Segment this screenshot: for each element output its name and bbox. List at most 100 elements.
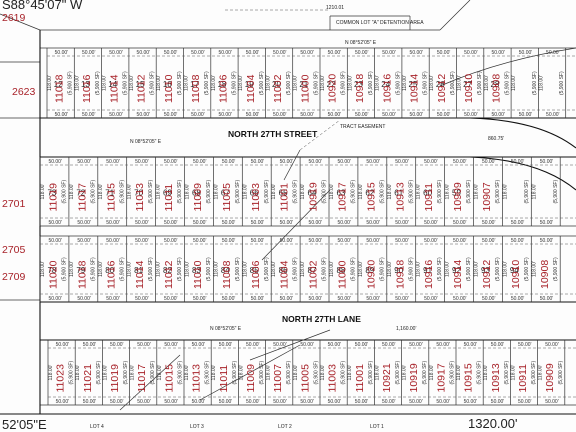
lot-frontage-label: 50.00' <box>545 342 559 348</box>
lot-frontage-label: 50.00' <box>193 238 207 244</box>
lot-depth-label: 118.00' <box>184 365 190 381</box>
lot-frontage-label: 50.00' <box>309 238 323 244</box>
lot-address: 11008 <box>190 74 202 103</box>
lot-area-label: (5,900 SF) <box>553 257 559 281</box>
lot-address: 10913 <box>394 182 406 211</box>
lot-number: 60 <box>423 189 432 198</box>
lot-address: 10908 <box>490 74 502 103</box>
lot-address: 11005 <box>221 183 233 212</box>
lot-number: 94 <box>510 266 519 275</box>
street-name-north-27th-lane: NORTH 27TH LANE <box>282 314 361 324</box>
lot-number: 71 <box>105 189 114 198</box>
lot-address: 10908 <box>539 260 551 289</box>
lot-depth-label: 118.00' <box>75 365 81 381</box>
lot-area-label: (5,900 SF) <box>235 180 241 204</box>
lot-depth-label: 118.00' <box>329 184 335 200</box>
lot-depth-label: 118.00' <box>429 75 435 91</box>
lot-area-label: (5,900 SF) <box>350 180 356 204</box>
lot-address: 10913 <box>490 363 502 392</box>
lot-frontage-label: 50.00' <box>355 50 369 56</box>
lot-frontage-label: 50.00' <box>328 50 342 56</box>
lot-area-label: (5,900 SF) <box>177 257 183 281</box>
lot-frontage-label: 50.00' <box>511 238 525 244</box>
lot-number: 66 <box>250 189 259 198</box>
lot-area-label: (5,900 SF) <box>341 361 347 385</box>
lot-area-label: (5,900 SF) <box>368 361 374 385</box>
lot-depth-label: 118.00' <box>69 184 75 200</box>
lot-area-label: (5,900 SF) <box>450 71 456 95</box>
lot-depth-label: 118.00' <box>320 365 326 381</box>
lot-frontage-label: 50.00' <box>328 112 342 118</box>
lot-number: 81 <box>134 266 143 275</box>
lot-frontage-label: 50.00' <box>219 342 233 348</box>
lot-depth-label: 118.00' <box>157 365 163 381</box>
lot-frontage-label: 50.00' <box>424 220 438 226</box>
lot-frontage-label: 50.00' <box>222 220 236 226</box>
lot-area-label: (5,900 SF) <box>466 257 472 281</box>
lot-depth-label: 118.00' <box>271 261 277 277</box>
lot-depth-label: 118.00' <box>238 365 244 381</box>
lot-address: 10919 <box>408 363 420 392</box>
lot-frontage-label: 50.00' <box>337 238 351 244</box>
lot-number: 80 <box>105 266 114 275</box>
bottom-lot-1: LOT 4 <box>90 424 104 430</box>
lot-address: 11003 <box>327 364 339 393</box>
lot-frontage-label: 50.00' <box>300 112 314 118</box>
lot-depth-label: 118.00' <box>156 75 162 91</box>
lot-frontage-label: 50.00' <box>106 296 120 302</box>
lot-address: 10919 <box>308 182 320 211</box>
lot-frontage-label: 50.00' <box>328 342 342 348</box>
street-distance: 860.75' <box>488 136 504 142</box>
lot-frontage-label: 50.00' <box>491 50 505 56</box>
lot-frontage-label: 50.00' <box>464 399 478 405</box>
lot-address: 10910 <box>510 260 522 289</box>
lot-area-label: (5,900 SF) <box>423 71 429 95</box>
lot-frontage-label: 50.00' <box>280 238 294 244</box>
left-address-5: 2709 <box>2 271 26 283</box>
lot-address: 11012 <box>163 260 175 289</box>
lot-frontage-label: 50.00' <box>218 112 232 118</box>
lot-frontage-label: 50.00' <box>366 220 380 226</box>
lot-number: 69 <box>163 189 172 198</box>
lot-depth-label: 118.00' <box>484 75 490 91</box>
lot-frontage-label: 50.00' <box>482 238 496 244</box>
lot-frontage-label: 50.00' <box>222 159 236 165</box>
lot-area-label: (5,900 SF) <box>232 361 238 385</box>
lot-number: 24 <box>381 80 390 89</box>
lot-area-label: (5,900 SF) <box>206 180 212 204</box>
lot-frontage-label: 50.00' <box>109 50 123 56</box>
lot-frontage-label: 50.00' <box>191 112 205 118</box>
easement-diagonal <box>119 354 181 411</box>
lot-frontage-label: 50.00' <box>464 342 478 348</box>
lot-number: 12 <box>54 80 63 89</box>
lot-depth-label: 118.00' <box>300 261 306 277</box>
lot-number: 93 <box>481 266 490 275</box>
lot-area-label: (5,900 SF) <box>477 361 483 385</box>
lot-frontage-label: 50.00' <box>395 296 409 302</box>
lot-depth-label: 118.00' <box>329 261 335 277</box>
lot-number: 82 <box>163 266 172 275</box>
lot-number: 62 <box>365 189 374 198</box>
lot-frontage-label: 50.00' <box>246 342 260 348</box>
lot-frontage-label: 50.00' <box>48 296 62 302</box>
lot-area-label: (5,900 SF) <box>395 361 401 385</box>
lot-depth-label: 118.00' <box>375 75 381 91</box>
bottom-lot-3: LOT 2 <box>278 424 292 430</box>
lot-number: 17 <box>190 80 199 89</box>
lot-address: 11008 <box>221 260 233 289</box>
lot-frontage-label: 50.00' <box>48 220 62 226</box>
top-distance: 1210.01 <box>326 5 344 11</box>
lot-frontage-label: 50.00' <box>355 342 369 348</box>
lot-area-label: (5,900 SF) <box>477 71 483 95</box>
lot-frontage-label: 50.00' <box>273 112 287 118</box>
lot-depth-label: 118.00' <box>129 75 135 91</box>
lot-number: 63 <box>336 189 345 198</box>
lot-number: 25 <box>409 80 418 89</box>
lot-frontage-label: 50.00' <box>546 112 560 118</box>
lot-depth-label: 118.00' <box>185 261 191 277</box>
lot-frontage-label: 50.00' <box>246 112 260 118</box>
lot-depth-label: 118.00' <box>211 365 217 381</box>
left-address-3: 2701 <box>2 198 26 210</box>
lot-depth-label: 118.00' <box>130 365 136 381</box>
